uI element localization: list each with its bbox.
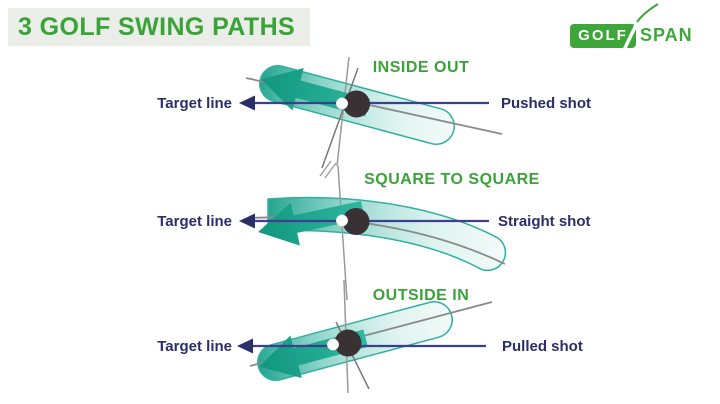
- page-title: 3 GOLF SWING PATHS: [18, 13, 296, 41]
- diagram-inside-out: [239, 56, 503, 169]
- target-line-arrowhead-icon: [239, 95, 255, 111]
- logo-golf-text: GOLF: [578, 27, 628, 44]
- clubhead-icon: [342, 208, 370, 235]
- target-line-arrowhead-icon: [239, 213, 255, 229]
- diagram-title-inside-out: INSIDE OUT: [372, 59, 470, 76]
- clubface-angle-line: [337, 165, 348, 301]
- logo-swoosh-icon: [622, 3, 659, 51]
- clubface-angle-line: [319, 160, 337, 179]
- clubhead-icon: [343, 90, 370, 118]
- target-line-arrowhead-icon: [237, 338, 253, 354]
- diagram-title-square-to-square: SQUARE TO SQUARE: [364, 171, 540, 188]
- diagram-outside-in: [237, 279, 493, 394]
- logo-span-text: SPAN: [640, 25, 693, 45]
- diagram-square-to-square: [239, 160, 507, 301]
- clubhead-icon: [334, 329, 362, 357]
- swing-path-band: [267, 196, 507, 272]
- logo-golf-box: GOLF: [570, 24, 636, 48]
- diagram-title-outside-in: OUTSIDE IN: [372, 287, 470, 304]
- shot-type-label-straight: Straight shot: [498, 213, 591, 230]
- golf-ball-icon: [335, 214, 349, 227]
- page-title-box: 3 GOLF SWING PATHS: [8, 8, 310, 46]
- target-line-label: Target line: [157, 338, 232, 355]
- swing-direction-arrow-icon: [258, 200, 365, 246]
- shot-type-label-pulled: Pulled shot: [502, 338, 583, 355]
- target-line-label: Target line: [157, 213, 232, 230]
- target-line-label: Target line: [157, 95, 232, 112]
- shot-type-label-pushed: Pushed shot: [501, 95, 592, 112]
- golf-ball-icon: [326, 338, 340, 351]
- clubface-angle-line: [321, 67, 359, 169]
- golf-ball-icon: [335, 97, 349, 110]
